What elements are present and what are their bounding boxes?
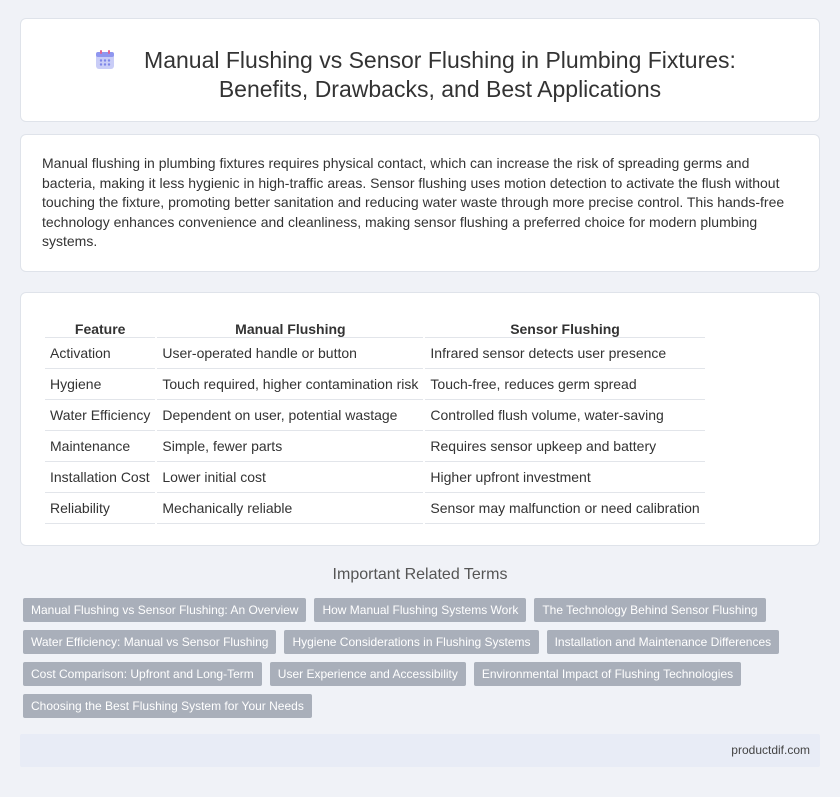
related-term-link[interactable]: Manual Flushing vs Sensor Flushing: An O…	[23, 598, 307, 622]
column-header-manual: Manual Flushing	[157, 316, 424, 338]
table-cell: Maintenance	[45, 431, 156, 462]
column-header-feature: Feature	[45, 316, 156, 338]
site-name[interactable]: productdif.com	[731, 743, 810, 757]
related-term-link[interactable]: Water Efficiency: Manual vs Sensor Flush…	[23, 630, 277, 654]
table-row: Reliability Mechanically reliable Sensor…	[45, 493, 705, 524]
related-terms-title: Important Related Terms	[332, 566, 508, 583]
table-cell: Requires sensor upkeep and battery	[425, 431, 705, 462]
table-cell: Infrared sensor detects user presence	[425, 338, 705, 369]
related-terms-list: Manual Flushing vs Sensor Flushing: An O…	[23, 598, 803, 726]
table-cell: Lower initial cost	[157, 462, 424, 493]
related-term-link[interactable]: Hygiene Considerations in Flushing Syste…	[284, 630, 539, 654]
table-cell: Mechanically reliable	[157, 493, 424, 524]
table-cell: Reliability	[45, 493, 156, 524]
table-cell: Simple, fewer parts	[157, 431, 424, 462]
intro-paragraph: Manual flushing in plumbing fixtures req…	[42, 155, 785, 249]
table-cell: Hygiene	[45, 369, 156, 400]
column-header-sensor: Sensor Flushing	[425, 316, 705, 338]
related-term-link[interactable]: User Experience and Accessibility	[269, 662, 466, 686]
table-cell: Activation	[45, 338, 156, 369]
table-row: Maintenance Simple, fewer parts Requires…	[45, 431, 705, 462]
related-term-link[interactable]: Installation and Maintenance Differences	[546, 630, 780, 654]
footer: productdif.com	[20, 734, 820, 767]
calendar-icon	[96, 50, 114, 69]
table-header-row: Feature Manual Flushing Sensor Flushing	[45, 316, 705, 338]
related-term-link[interactable]: The Technology Behind Sensor Flushing	[534, 598, 766, 622]
table-cell: Installation Cost	[45, 462, 156, 493]
table-cell: Touch required, higher contamination ris…	[157, 369, 424, 400]
page-title: Manual Flushing vs Sensor Flushing in Pl…	[144, 47, 736, 102]
intro-card: Manual flushing in plumbing fixtures req…	[20, 134, 820, 272]
related-term-link[interactable]: Choosing the Best Flushing System for Yo…	[23, 694, 312, 718]
table-cell: Higher upfront investment	[425, 462, 705, 493]
header-card: Manual Flushing vs Sensor Flushing in Pl…	[20, 18, 820, 122]
table-cell: User-operated handle or button	[157, 338, 424, 369]
comparison-table: Feature Manual Flushing Sensor Flushing …	[43, 316, 707, 524]
related-term-link[interactable]: Environmental Impact of Flushing Technol…	[473, 662, 742, 686]
table-row: Hygiene Touch required, higher contamina…	[45, 369, 705, 400]
comparison-card: Feature Manual Flushing Sensor Flushing …	[20, 292, 820, 546]
table-row: Water Efficiency Dependent on user, pote…	[45, 400, 705, 431]
table-cell: Water Efficiency	[45, 400, 156, 431]
related-term-link[interactable]: Cost Comparison: Upfront and Long-Term	[23, 662, 262, 686]
table-row: Activation User-operated handle or butto…	[45, 338, 705, 369]
table-cell: Dependent on user, potential wastage	[157, 400, 424, 431]
table-cell: Sensor may malfunction or need calibrati…	[425, 493, 705, 524]
related-term-link[interactable]: How Manual Flushing Systems Work	[314, 598, 527, 622]
table-row: Installation Cost Lower initial cost Hig…	[45, 462, 705, 493]
table-cell: Controlled flush volume, water-saving	[425, 400, 705, 431]
table-cell: Touch-free, reduces germ spread	[425, 369, 705, 400]
